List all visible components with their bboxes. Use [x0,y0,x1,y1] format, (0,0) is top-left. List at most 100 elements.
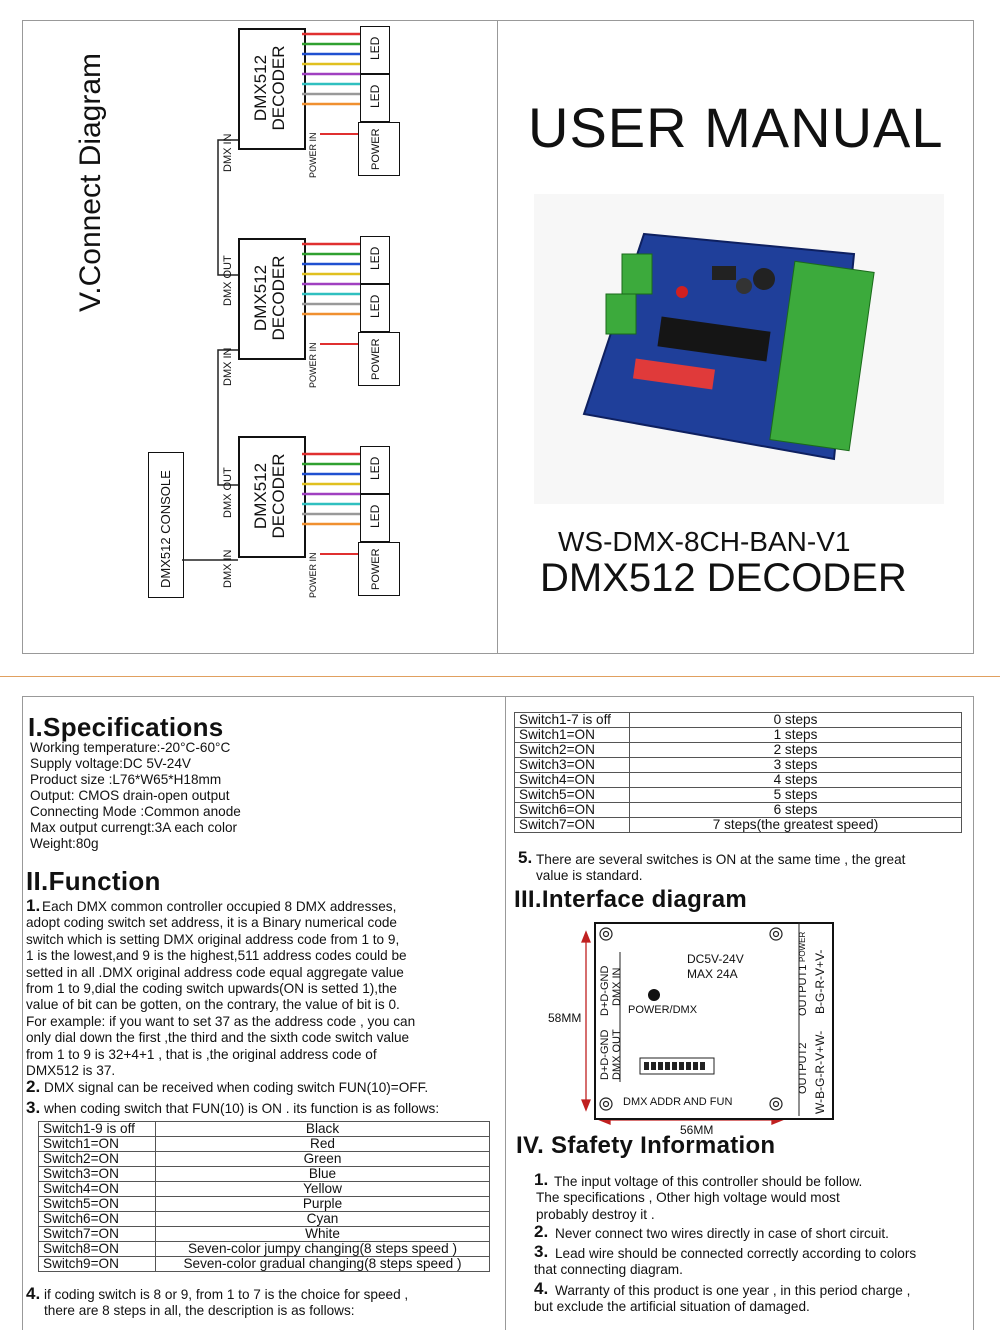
dmx-out-port-pins: D+D-GND [599,1029,611,1080]
safety-1-number: 1. [534,1170,549,1189]
table-cell-switch: Switch9=ON [38,1256,156,1272]
function-2-number: 2. [26,1077,41,1096]
led-wire-bundles [302,32,360,555]
dmx-in-label-2: DMX IN [222,347,234,387]
table-cell-value: Green [155,1151,490,1167]
function-3-text: when coding switch that FUN(10) is ON . … [44,1101,440,1116]
safety-4-number: 4. [534,1279,549,1298]
table-cell-value: Purple [155,1196,490,1212]
led-label-2b: LED [368,294,382,318]
safety-line: The specifications , Other high voltage … [536,1190,840,1206]
interface-heading: III.Interface diagram [514,886,748,913]
table-cell-value: Blue [155,1166,490,1182]
spec-line: Output: CMOS drain-open output [30,788,230,803]
function-5-text: There are several switches is ON at the … [536,852,905,885]
table-cell-switch: Switch7=ON [514,817,630,833]
table-cell-switch: Switch2=ON [38,1151,156,1167]
function-line: switch which is setting DMX original add… [26,931,400,947]
led-box-2b [360,284,390,332]
dmx-out-label-2: DMX OUT [222,255,234,306]
output2-pins: W-B-G-R-V+W- [813,1030,827,1114]
safety-line: Warranty of this product is one year , i… [555,1283,911,1298]
function-line: DMX512 is 37. [26,1063,116,1079]
safety-1-text: The input voltage of this controller sho… [536,1174,862,1223]
function-4-number: 4. [26,1284,41,1303]
table-cell-value: 3 steps [629,757,962,773]
table-cell-switch: Switch6=ON [514,802,630,818]
model-number: WS-DMX-8CH-BAN-V1 [558,526,851,557]
function-line: from 1 to 9 is 32+4+1 , that is ,the ori… [26,1046,377,1062]
led-label-3b: LED [368,504,382,528]
table-cell-value: Black [155,1121,490,1137]
table-cell-switch: Switch3=ON [514,757,630,773]
power-label-1: POWER [370,128,382,170]
function-1-number: 1. [26,896,41,915]
table-cell-switch: Switch4=ON [514,772,630,788]
led-label-1a: LED [368,36,382,60]
spec-line: Weight:80g [30,836,99,851]
led-box-1b [360,74,390,122]
table-cell-switch: Switch1=ON [38,1136,156,1152]
led-box-3b [360,494,390,542]
safety-line: probably destroy it . [536,1206,655,1222]
interface-board [594,922,834,1120]
safety-2-text: Never connect two wires directly in case… [555,1226,889,1241]
function-line: value is standard. [536,868,643,884]
led-label-1b: LED [368,84,382,108]
table-cell-value: Cyan [155,1211,490,1227]
function-line: there are 8 steps in all, the descriptio… [44,1303,355,1319]
info-sheet [22,696,974,1330]
table-cell-switch: Switch1-7 is off [514,712,630,728]
dmx-out-port-label: DMX OUT [611,1029,623,1080]
function-line: from 1 to 9,dial the coding switch upwar… [26,981,397,997]
spec-list: Working temperature:-20°C-60°C Supply vo… [30,740,241,852]
spec-line: Working temperature:-20°C-60°C [30,740,231,755]
table-cell-value: 1 steps [629,727,962,743]
safety-3-number: 3. [534,1242,549,1261]
table-cell-switch: Switch1-9 is off [38,1121,156,1137]
function-line: adopt coding switch set address, it is a… [26,915,397,931]
safety-heading: IV. Sfafety Information [516,1132,776,1159]
dmx-in-label-3: DMX IN [222,549,234,589]
function-line: 1 is the lowest,and 9 is the highest,511… [26,948,407,964]
table-cell-switch: Switch2=ON [514,742,630,758]
function-line: Each DMX common controller occupied 8 DM… [42,899,397,914]
table-cell-value: Yellow [155,1181,490,1197]
safety-3-text: Lead wire should be connected correctly … [534,1246,916,1279]
function-4-text: if coding switch is 8 or 9, from 1 to 7 … [44,1287,408,1320]
function-line: setted in all .DMX original address code… [26,964,404,980]
led-label-2a: LED [368,246,382,270]
dmx-console [148,452,184,598]
power-port-label: POWER [798,931,807,962]
power-box-1 [358,122,400,176]
spec-line: Supply voltage:DC 5V-24V [30,756,191,771]
table-cell-switch: Switch4=ON [38,1181,156,1197]
function-3-number: 3. [26,1098,41,1117]
power-box-2 [358,332,400,386]
power-label-2: POWER [370,338,382,380]
safety-4-text: Warranty of this product is one year , i… [534,1283,910,1316]
table-cell-switch: Switch6=ON [38,1211,156,1227]
table-cell-value: Red [155,1136,490,1152]
power-dmx-led-label: POWER/DMX [628,1004,698,1016]
output1-label: OUTPUT1 [797,964,809,1016]
table-cell-switch: Switch1=ON [514,727,630,743]
dmx-in-port-label: DMX IN [611,967,623,1007]
dmx-addr-label: DMX ADDR AND FUN [623,1096,733,1108]
